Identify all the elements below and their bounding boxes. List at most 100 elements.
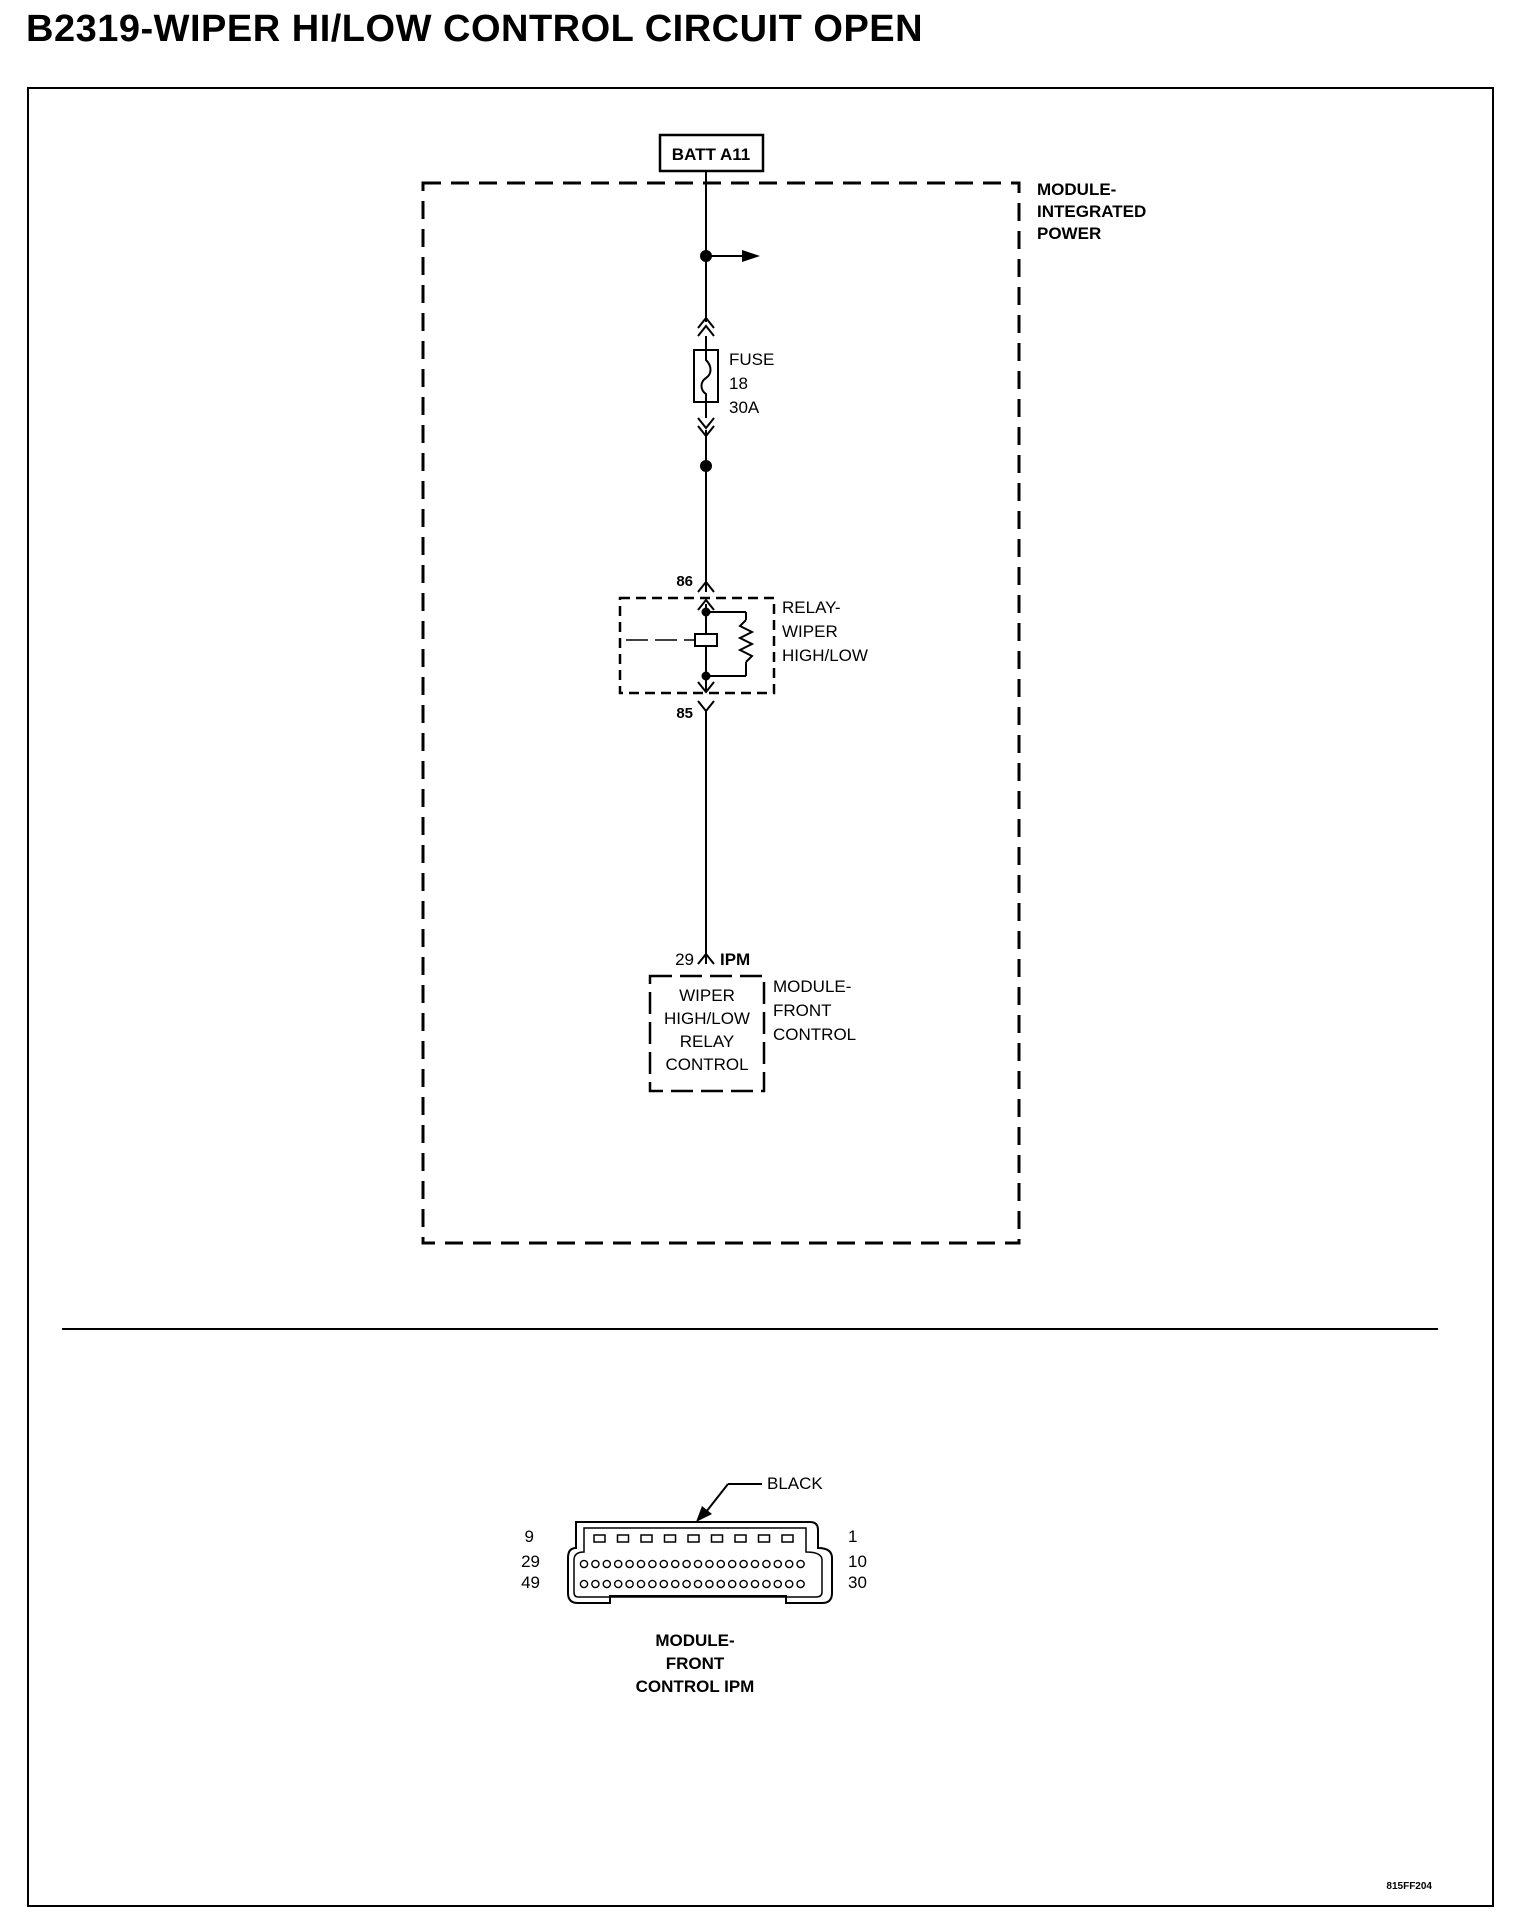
connector-cavity xyxy=(602,1559,612,1569)
connector-cavity xyxy=(757,1534,771,1543)
connector-cavity xyxy=(781,1534,794,1543)
connector-cavity xyxy=(625,1579,634,1589)
connector-cavity xyxy=(739,1579,748,1589)
connector-cavity xyxy=(750,1579,760,1589)
fcm-function-1: WIPER xyxy=(679,986,735,1005)
fuse-label-2: 18 xyxy=(729,374,748,393)
connector-name-3: CONTROL IPM xyxy=(636,1677,755,1696)
fcm-pin-29: 29 xyxy=(675,950,694,969)
connector-cavity xyxy=(762,1559,771,1569)
connector-cavity xyxy=(750,1559,760,1569)
integrated-power-label-2: INTEGRATED xyxy=(1037,202,1146,221)
connector-cavity xyxy=(796,1579,805,1589)
connector-pin-1: 1 xyxy=(848,1527,857,1546)
fuse-label-1: FUSE xyxy=(729,350,774,369)
relay-pin-86: 86 xyxy=(676,573,693,590)
connector-cavity xyxy=(716,1579,726,1589)
relay-label-2: WIPER xyxy=(782,622,838,641)
fuse-connector-bottom xyxy=(697,417,715,430)
connector-color-label: BLACK xyxy=(767,1474,823,1493)
integrated-power-module-boundary xyxy=(421,181,1021,1245)
connector-cavity xyxy=(773,1579,783,1589)
connector-cavity xyxy=(682,1559,691,1569)
fcm-function-3: RELAY xyxy=(680,1032,735,1051)
connector-cavity xyxy=(648,1579,657,1589)
batt-box xyxy=(658,133,765,173)
fcm-label-2: FRONT xyxy=(773,1001,832,1020)
connector-cavity xyxy=(734,1534,747,1543)
connector-cavity xyxy=(636,1579,646,1589)
connector-cavity xyxy=(693,1559,703,1569)
connector-name-2: FRONT xyxy=(666,1654,725,1673)
splice-branch-arrow xyxy=(742,250,760,262)
fuse-element xyxy=(700,350,712,402)
connector-cavity xyxy=(693,1579,703,1589)
connector-cavity xyxy=(687,1534,700,1543)
fcm-connector-ipm: IPM xyxy=(720,950,750,969)
connector-cavity xyxy=(602,1579,612,1589)
connector-cavity xyxy=(682,1579,691,1589)
connector-cavity xyxy=(727,1559,737,1569)
connector-cavity xyxy=(613,1559,623,1569)
figure-code: 815FF204 xyxy=(1386,1881,1432,1892)
connector-pin-10: 10 xyxy=(848,1552,867,1571)
connector-cavities-row3 xyxy=(579,1579,805,1589)
fcm-function-2: HIGH/LOW xyxy=(664,1009,750,1028)
connector-cavity xyxy=(636,1559,646,1569)
connector-cavity xyxy=(593,1534,606,1543)
fuse-connector-top xyxy=(697,316,715,329)
connector-cavity xyxy=(716,1559,726,1569)
connector-cavity xyxy=(727,1579,737,1589)
connector-cavity xyxy=(796,1559,805,1569)
connector-cavity xyxy=(710,1534,724,1543)
connector-cavity xyxy=(784,1579,794,1589)
connector-inner-outline xyxy=(573,1527,823,1598)
fcm-label-3: CONTROL xyxy=(773,1025,856,1044)
color-leader-arrow xyxy=(696,1506,712,1522)
splice-bottom xyxy=(700,460,712,472)
fcm-connector xyxy=(697,952,715,965)
fcm-function-4: CONTROL xyxy=(665,1055,748,1074)
integrated-power-label-3: POWER xyxy=(1037,224,1101,243)
connector-cavity xyxy=(705,1559,714,1569)
connector-cavity xyxy=(670,1579,680,1589)
connector-cavity xyxy=(739,1559,748,1569)
connector-cavities-row1 xyxy=(593,1534,794,1543)
fuse-label-3: 30A xyxy=(729,398,760,417)
connector-cavity xyxy=(591,1559,600,1569)
connector-cavity xyxy=(659,1579,669,1589)
relay-connector-bottom xyxy=(697,700,715,713)
fcm-label-1: MODULE- xyxy=(773,977,851,996)
connector-name-1: MODULE- xyxy=(655,1631,734,1650)
connector-outline xyxy=(567,1521,833,1604)
fcm-boundary xyxy=(648,974,766,1093)
fuse-connector-top-2 xyxy=(697,324,715,337)
connector-cavities-row2 xyxy=(579,1559,805,1569)
relay-coil xyxy=(694,633,718,647)
connector-cavity xyxy=(705,1579,714,1589)
relay-connector-top xyxy=(697,580,715,593)
connector-cavity xyxy=(616,1534,630,1543)
color-leader-diagonal xyxy=(705,1483,729,1513)
relay-resistor xyxy=(737,619,755,663)
relay-connector-inner-bottom xyxy=(697,681,715,694)
connector-cavity xyxy=(670,1559,680,1569)
integrated-power-label-1: MODULE- xyxy=(1037,180,1116,199)
relay-boundary xyxy=(618,596,776,695)
connector-cavity xyxy=(773,1559,783,1569)
connector-cavity xyxy=(579,1579,589,1589)
connector-cavity xyxy=(591,1579,600,1589)
connector-cavity xyxy=(579,1559,589,1569)
connector-cavity xyxy=(625,1559,634,1569)
connector-pin-49: 49 xyxy=(521,1573,540,1592)
connector-pin-9: 9 xyxy=(525,1527,534,1546)
page-title: B2319-WIPER HI/LOW CONTROL CIRCUIT OPEN xyxy=(26,8,924,50)
diagram-frame xyxy=(27,87,1494,1907)
connector-cavity xyxy=(762,1579,771,1589)
relay-label-1: RELAY- xyxy=(782,598,841,617)
relay-label-3: HIGH/LOW xyxy=(782,646,868,665)
connector-cavity xyxy=(613,1579,623,1589)
connector-pin-30: 30 xyxy=(848,1573,867,1592)
connector-cavity xyxy=(663,1534,677,1543)
